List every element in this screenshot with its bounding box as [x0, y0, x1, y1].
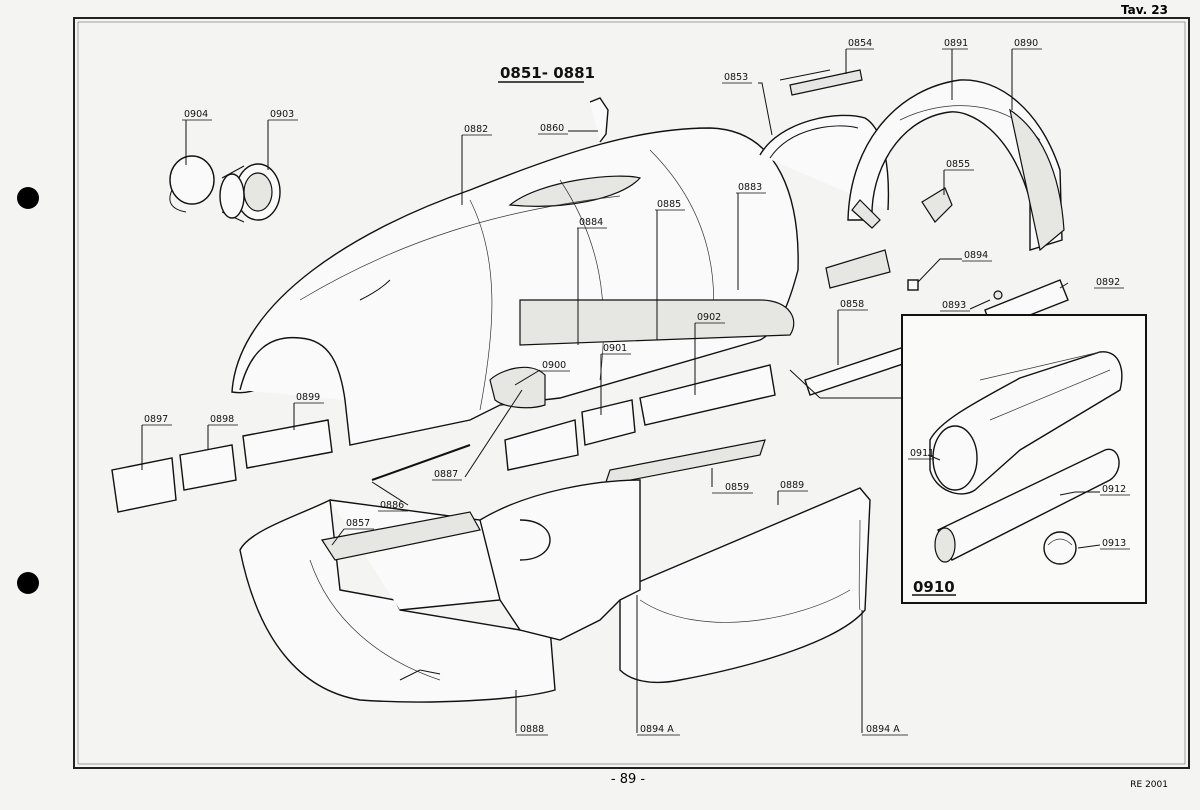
label-0859: 0859: [725, 482, 749, 493]
part-0860-hook: [589, 97, 609, 143]
plate-frame: [73, 17, 1190, 769]
label-0912: 0912: [1102, 484, 1126, 495]
part-0891-0890-frames: [847, 79, 1065, 252]
part-0893-bolt: [993, 290, 1003, 300]
part-0903-cap: [219, 163, 281, 223]
part-0897-plate: [111, 457, 177, 513]
label-0894: 0894: [964, 250, 988, 261]
leader-lines: [141, 49, 1101, 733]
part-0899-plate: [242, 419, 333, 469]
part-0854-strip: [789, 69, 863, 96]
label-0889: 0889: [780, 480, 804, 491]
part-0900-panel: [504, 419, 579, 471]
label-0853: 0853: [724, 72, 748, 83]
label-0887: 0887: [434, 469, 458, 480]
part-0889-lower-cowl: [619, 487, 871, 684]
label-0901: 0901: [603, 343, 627, 354]
label-0894A-center: 0894 A: [640, 724, 674, 735]
part-0901-panel: [581, 399, 636, 446]
document-code: RE 2001: [1130, 780, 1168, 790]
label-0886: 0886: [380, 500, 404, 511]
part-0904-clamp: [169, 155, 215, 213]
plate-frame-inner: [77, 21, 1186, 765]
label-0913: 0913: [1102, 538, 1126, 549]
label-0904: 0904: [184, 109, 208, 120]
label-0882: 0882: [464, 124, 488, 135]
inset-title: 0910: [913, 578, 955, 596]
part-0859-panel: [604, 439, 766, 486]
label-0854: 0854: [848, 38, 872, 49]
part-0902-panel: [639, 364, 776, 426]
label-0900: 0900: [542, 360, 566, 371]
part-0886-rod: [371, 444, 471, 481]
group-title: 0851- 0881: [500, 64, 595, 82]
label-underlines: [142, 48, 1130, 736]
label-0903: 0903: [270, 109, 294, 120]
part-0855-bracket: [921, 187, 953, 223]
plate-number: Tav. 23: [1121, 3, 1168, 17]
label-0894A-right: 0894 A: [866, 724, 900, 735]
label-0890: 0890: [1014, 38, 1038, 49]
label-0860: 0860: [540, 123, 564, 134]
binder-hole-bottom: [17, 572, 39, 594]
part-0894A-center-cowl: [479, 479, 641, 641]
label-0885: 0885: [657, 199, 681, 210]
label-0899: 0899: [296, 392, 320, 403]
part-0900-intake: [489, 366, 546, 409]
label-0883: 0883: [738, 182, 762, 193]
label-0857: 0857: [346, 518, 370, 529]
page-number: - 89 -: [611, 772, 645, 787]
label-0891: 0891: [944, 38, 968, 49]
label-0888: 0888: [520, 724, 544, 735]
binder-hole-top: [17, 187, 39, 209]
label-0893: 0893: [942, 300, 966, 311]
part-0898-plate: [179, 444, 237, 491]
label-0892: 0892: [1096, 277, 1120, 288]
label-0911: 0911: [910, 448, 934, 459]
label-0898: 0898: [210, 414, 234, 425]
label-0897: 0897: [144, 414, 168, 425]
label-0855: 0855: [946, 159, 970, 170]
part-0894-plate: [825, 249, 891, 289]
part-labels: 0854 0891 0890 0853 0904 0903 0882 0860 …: [144, 38, 1126, 735]
label-0858: 0858: [840, 299, 864, 310]
part-0857-bracket: [321, 511, 481, 561]
part-0894-clip: [907, 279, 919, 291]
label-0884: 0884: [579, 217, 603, 228]
label-0902: 0902: [697, 312, 721, 323]
inset-0910: [789, 314, 1147, 604]
